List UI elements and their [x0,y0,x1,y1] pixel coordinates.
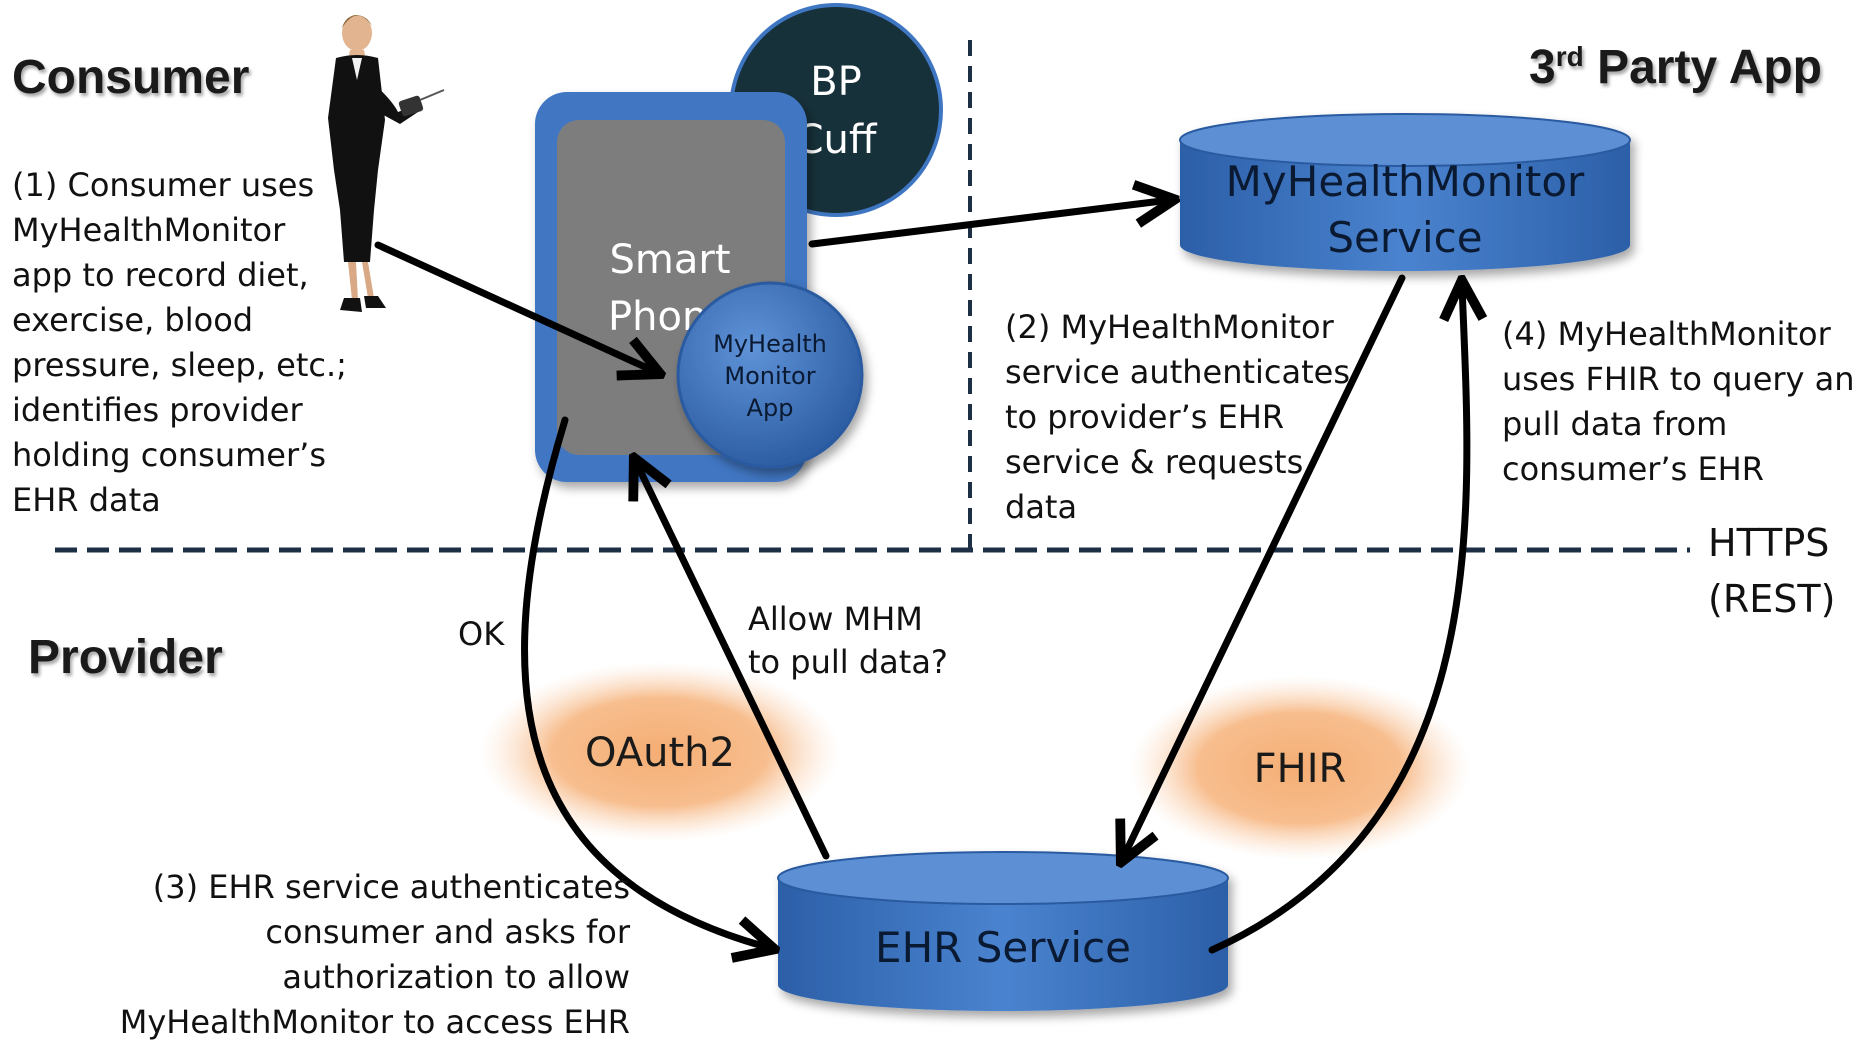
third-party-heading: 3rd Party App [1529,40,1822,95]
arrow-phone-to-mhm-service [808,200,1170,248]
step3-line: MyHealthMonitor to access EHR [119,1003,630,1041]
third-party-heading-text: Party App [1583,41,1822,94]
ehr-service-label: EHR Service [875,923,1131,972]
step4-line: consumer’s EHR [1502,450,1764,488]
myhealthmonitor-app [676,281,864,469]
myhealthmonitor-service [1179,113,1631,271]
mhm-service-label-line1: MyHealthMonitor [1226,157,1585,206]
ok-label: OK [458,615,505,653]
step2-line: to provider’s EHR [1005,398,1285,436]
fhir-glow [1130,676,1470,860]
third-party-heading-number: 3 [1529,41,1556,94]
step1-line: exercise, blood [12,301,254,339]
mhm-service-label-line2: Service [1327,213,1482,262]
arrow-consumer-to-app [374,241,656,372]
step1-line: identifies provider [12,391,303,429]
third-party-heading-suffix: rd [1555,41,1584,72]
step2-line: (2) MyHealthMonitor [1005,308,1334,346]
arrow-ehr-to-mhm-service [1208,285,1467,954]
allow-label-line1: Allow MHM [748,600,923,638]
step1-line: (1) Consumer uses [12,166,315,204]
step2-line: service & requests [1005,443,1304,481]
app-label-line3: App [747,394,794,422]
step3-line: (3) EHR service authenticates [152,868,630,906]
step1-description: (1) Consumer uses MyHealthMonitor app to… [12,163,347,523]
arrow-phone-to-ehr-ok [521,416,770,948]
oauth2-label: OAuth2 [585,730,735,776]
allow-label-line2: to pull data? [748,643,948,681]
provider-heading: Provider [28,631,223,684]
step4-line: (4) MyHealthMonitor [1502,315,1831,353]
step2-description: (2) MyHealthMonitor service authenticate… [1005,305,1350,530]
step3-description: (3) EHR service authenticates consumer a… [120,865,630,1045]
app-label-line2: Monitor [724,362,815,390]
bp-cuff-label-line2: Cuff [796,117,878,163]
step2-line: data [1005,488,1078,526]
app-label-line1: MyHealth [713,330,827,358]
step4-line: pull data from [1502,405,1728,443]
arrow-ehr-to-phone-allow [636,462,830,860]
oauth2-glow [480,662,840,842]
consumer-person-figure [328,15,445,312]
step2-line: service authenticates [1005,353,1351,391]
step1-line: holding consumer’s [12,436,326,474]
step3-line: authorization to allow [282,958,630,996]
bp-cuff-label-line1: BP [810,59,862,105]
step1-line: EHR data [12,481,161,519]
step4-description: (4) MyHealthMonitor uses FHIR to query a… [1502,312,1856,492]
step4-line: uses FHIR to query and [1502,360,1856,398]
consumer-heading: Consumer [12,51,250,104]
smartphone-label-line1: Smart [610,237,731,283]
arrow-mhm-service-to-ehr [1123,274,1406,858]
step1-line: app to record diet, [12,256,309,294]
https-label-line1: HTTPS [1708,521,1829,565]
step1-line: pressure, sleep, etc.; [12,346,347,384]
https-label-line2: (REST) [1708,577,1835,621]
step1-line: MyHealthMonitor [12,211,286,249]
step3-line: consumer and asks for [265,913,630,951]
fhir-label: FHIR [1254,746,1347,792]
